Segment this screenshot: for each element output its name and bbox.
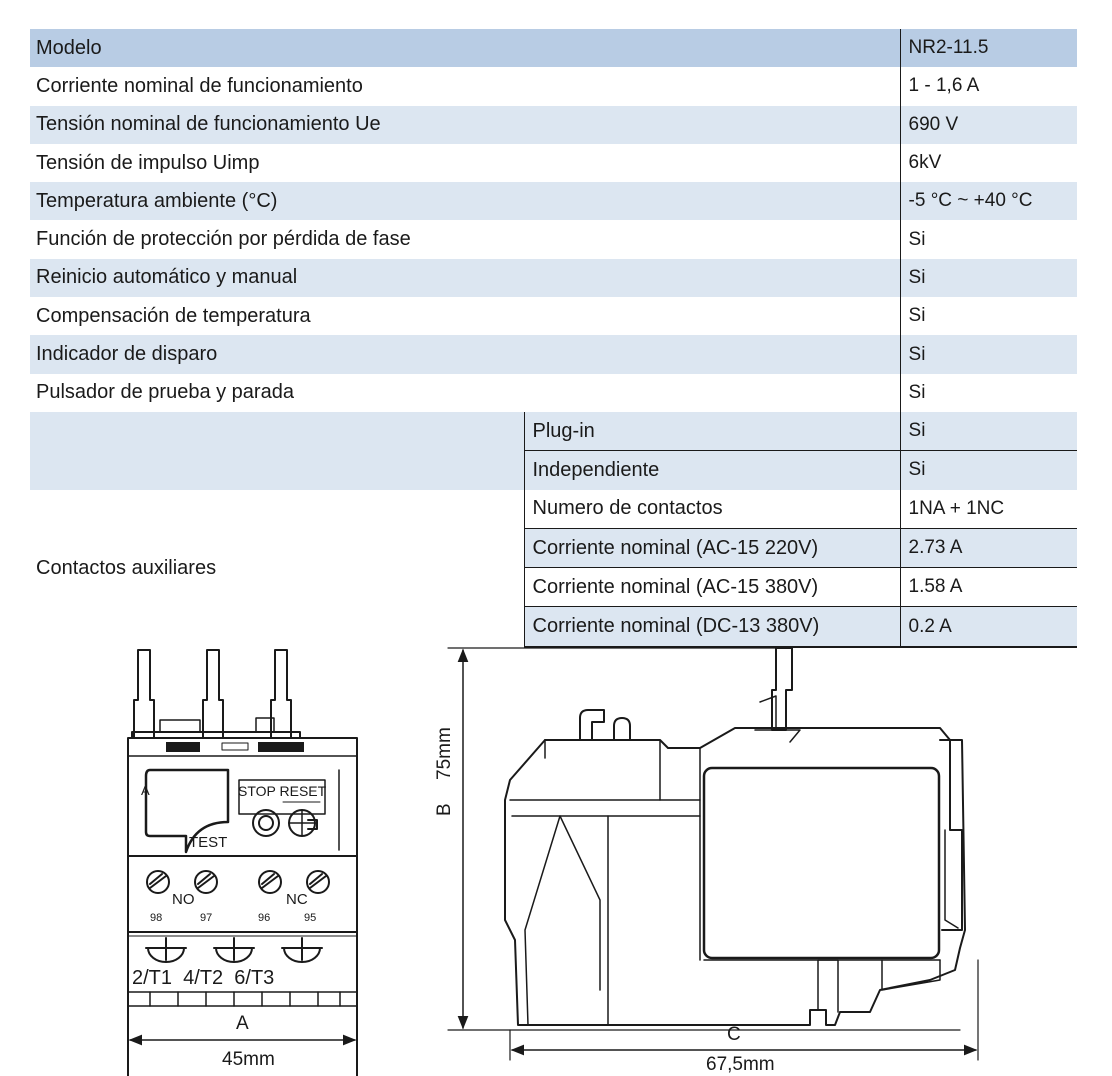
front-a-mark: A [141,783,150,798]
row-label: Corriente nominal de funcionamiento [36,74,363,97]
table-row: Función de protección por pérdida de fas… [30,220,1078,259]
side-top-hook [579,709,605,741]
table-row: Corriente nominal (AC-15 380V) 1.58 A [30,567,1078,607]
sub-row-label: Numero de contactos [523,489,901,529]
row-value: Si [899,258,1078,298]
table-row: Plug-in Si [30,411,1078,490]
terminal-number: 98 [150,912,162,924]
terminal-number: 97 [200,912,212,924]
row-label: Pulsador de prueba y parada [36,381,294,404]
auxiliary-terminal-screws [146,870,330,894]
row-value: 690 V [899,105,1078,144]
sub-row-value: 1NA + 1NC [899,489,1078,529]
row-label: Función de protección por pérdida de fas… [36,228,411,251]
header-label: Modelo [30,29,901,68]
phase-labels: 2/T1 4/T2 6/T3 [132,967,274,989]
dimension-b-letter: B [434,803,455,816]
nc-label: NC [286,891,308,908]
sub-row-value: Si [899,411,1078,451]
side-view-drawing: B 75mm [434,647,979,1075]
side-clip [939,739,963,931]
dimension-a-value: 45mm [222,1049,275,1070]
row-value: 1 - 1,6 A [899,67,1078,106]
drawings-svg: A TEST STOP RESET NO NC [127,647,979,1076]
row-value: -5 °C ~ +40 °C [899,182,1078,221]
front-prong [202,649,224,739]
dimension-a-letter: A [236,1013,249,1034]
front-body [127,737,358,1076]
row-value: Si [899,373,1078,412]
front-view-drawing: A TEST STOP RESET NO NC [127,649,358,1076]
mounting-group-label [30,411,524,490]
row-value: Si [899,297,1078,336]
row-label: Indicador de disparo [30,335,901,374]
front-nameplate [166,742,200,752]
table-header-row: Modelo NR2-11.5 [30,29,1078,68]
row-value: Si [899,220,1078,259]
sub-row-label: Independiente [523,450,901,490]
sub-row-label: Corriente nominal (DC-13 380V) [523,606,901,648]
header-model-value: NR2-11.5 [899,29,1078,68]
dimension-b-value: 75mm [434,727,455,780]
row-label: Temperatura ambiente (°C) [30,182,901,221]
no-label: NO [172,891,195,908]
front-collar-block [255,717,275,733]
terminal-number: 96 [258,912,270,924]
table-row: Contactos auxiliares Numero de contactos… [30,489,1078,647]
table-row: Reinicio automático y manual Si [30,258,1078,298]
side-housing-top [544,727,951,749]
sub-row-value: 2.73 A [899,527,1078,568]
table-row: Independiente Si [30,450,1078,490]
table-row: Compensación de temperatura Si [30,297,1078,336]
row-value: Si [899,335,1078,374]
side-top-hook [613,717,631,741]
table-row: Pulsador de prueba y parada Si [30,373,1078,412]
terminal-number: 95 [304,912,316,924]
side-prong [771,647,793,731]
setting-dial-window [144,768,230,854]
front-test-label: TEST [189,834,227,851]
sub-row-label: Corriente nominal (AC-15 380V) [523,567,901,607]
sub-row-label: Corriente nominal (AC-15 220V) [523,527,901,568]
table-row: Corriente nominal (AC-15 220V) 2.73 A [30,527,1078,568]
table-row: Corriente nominal de funcionamiento 1 - … [30,67,1078,106]
front-nameplate [258,742,304,752]
side-housing [504,739,966,1026]
stop-button [252,809,280,837]
sub-row-value: Si [899,450,1078,490]
table-row: Temperatura ambiente (°C) -5 °C ~ +40 °C [30,182,1078,221]
dimension-c-value: 67,5mm [706,1054,775,1075]
front-collar [131,731,301,739]
front-collar-block [159,719,201,733]
dimension-drawings: A TEST STOP RESET NO NC [0,630,1112,1076]
table-row: Indicador de disparo Si [30,335,1078,374]
auxiliary-contacts-label: Contactos auxiliares [30,489,524,647]
sub-row-value: 0.2 A [899,606,1078,648]
table-row: Tensión nominal de funcionamiento Ue 690… [30,105,1078,144]
power-terminal-screws [145,937,323,963]
stop-reset-label: STOP RESET [238,783,327,799]
sub-row-value: 1.58 A [899,567,1078,607]
dimension-c-letter: C [727,1024,741,1045]
row-label: Reinicio automático y manual [30,258,901,298]
row-value: 6kV [899,143,1078,183]
row-label: Tensión nominal de funcionamiento Ue [30,105,901,144]
table-row: Corriente nominal (DC-13 380V) 0.2 A [30,606,1078,648]
sub-row-label: Plug-in [523,411,901,451]
row-label: Compensación de temperatura [36,304,311,327]
front-prong [133,649,155,739]
side-panel [702,766,941,960]
specification-table: Modelo NR2-11.5 Corriente nominal de fun… [30,29,1078,648]
table-row: Tensión de impulso Uimp 6kV [30,143,1078,183]
front-window-slot [238,779,326,815]
row-label: Tensión de impulso Uimp [36,151,260,174]
